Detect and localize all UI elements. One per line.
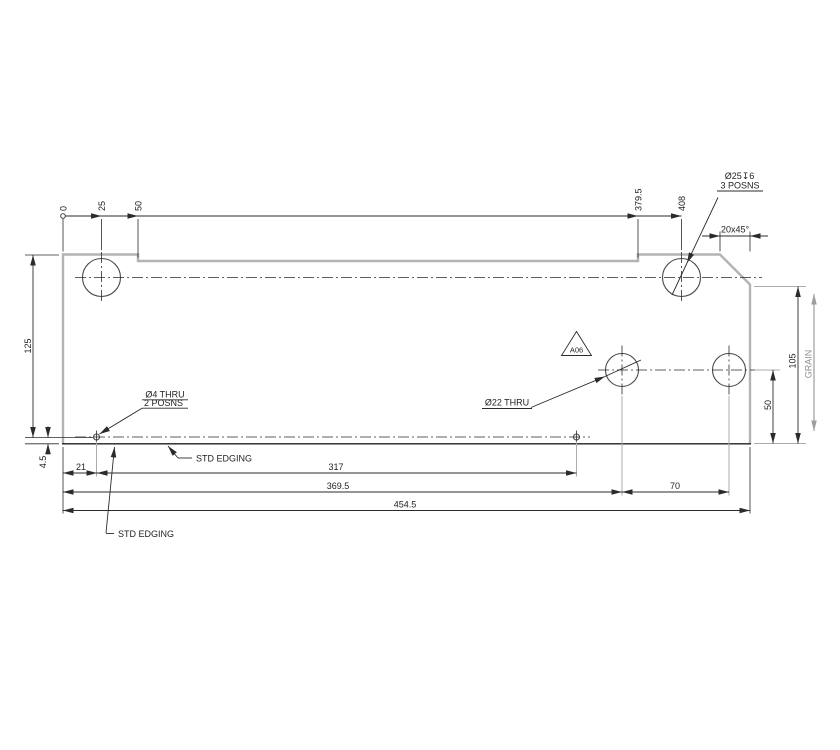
ordinate-label-0: 0 bbox=[59, 206, 69, 211]
labels: 0 25 50 379.5 408 20x45° Ø25↧6 3 POSNS A… bbox=[23, 171, 814, 539]
dim-plate-height: 125 bbox=[23, 338, 33, 353]
edge-flag-triangle bbox=[560, 330, 593, 356]
note-counterbore-line1: Ø25↧6 bbox=[725, 171, 755, 181]
dim-50: 50 bbox=[763, 400, 773, 410]
dim-chamfer: 20x45° bbox=[721, 225, 750, 235]
dim-70: 70 bbox=[670, 481, 680, 491]
dim-454: 454.5 bbox=[394, 500, 417, 510]
note-counterbore-line2: 3 POSNS bbox=[720, 181, 759, 191]
note-std-edging-2: STD EDGING bbox=[118, 529, 174, 539]
dim-317: 317 bbox=[328, 462, 343, 472]
ordinate-label-50: 50 bbox=[134, 201, 144, 211]
leader-lines bbox=[99, 190, 763, 534]
ordinate-origin-symbol bbox=[60, 213, 66, 219]
ordinate-label-379: 379.5 bbox=[634, 188, 644, 211]
centerlines bbox=[75, 252, 762, 444]
holes bbox=[81, 257, 747, 441]
ordinate-label-25: 25 bbox=[97, 201, 107, 211]
grain-label: GRAIN bbox=[804, 350, 814, 379]
ordinate-label-408: 408 bbox=[677, 196, 687, 211]
extension-lines bbox=[25, 219, 806, 514]
note-thru-22: Ø22 THRU bbox=[485, 398, 529, 408]
note-std-edging-1: STD EDGING bbox=[196, 454, 252, 464]
dim-105: 105 bbox=[788, 353, 798, 368]
dim-edge-offset: 4.5 bbox=[38, 456, 48, 469]
edge-flag-label: A06 bbox=[570, 346, 583, 355]
dim-369: 369.5 bbox=[327, 481, 350, 491]
note-thru-4-line2: 2 POSNS bbox=[144, 398, 183, 408]
plate-outline bbox=[61, 253, 752, 445]
dim-21: 21 bbox=[76, 462, 86, 472]
note-thru-4-line1: Ø4 THRU bbox=[145, 390, 184, 400]
dimension-lines bbox=[30, 213, 817, 514]
